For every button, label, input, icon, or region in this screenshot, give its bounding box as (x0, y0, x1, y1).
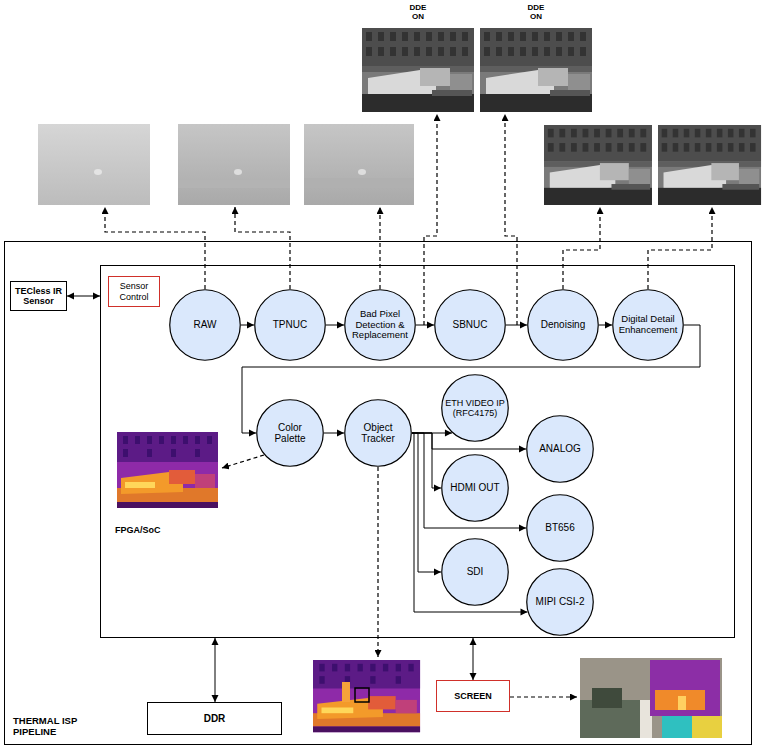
screen-photo (580, 658, 722, 738)
connector (599, 322, 612, 329)
node-label: ANALOG (539, 443, 581, 455)
node-label: MIPI CSI-2 (536, 596, 585, 608)
arrow-head (249, 430, 256, 437)
node-label: Color Palette (262, 422, 319, 445)
connector (324, 430, 344, 437)
node-label: Sensor Control (111, 281, 157, 302)
node-label: TECless IR Sensor (13, 286, 64, 307)
process-circle: Object Tracker (344, 399, 412, 467)
arrow-head (470, 638, 477, 645)
connector-line (215, 638, 216, 702)
connector-line (412, 433, 441, 572)
node-label: SCREEN (454, 691, 492, 701)
process-circle: Color Palette (256, 399, 324, 467)
connector (416, 322, 434, 329)
arrow-head (67, 293, 74, 300)
arrow-head (93, 293, 100, 300)
arrow-head (247, 322, 254, 329)
connector (412, 433, 441, 576)
connector (470, 638, 477, 680)
node-label: SDI (467, 566, 484, 578)
control-box: Sensor Control (108, 276, 160, 307)
fpga-region: FPGA/SoC Sensor ControlRAW TPNUC Bad Pixel … (100, 265, 735, 638)
connector (506, 322, 527, 329)
process-circle: TPNUC (254, 289, 326, 361)
node-label: SBNUC (452, 319, 487, 331)
connector-line (412, 433, 441, 488)
thermal-frame (304, 124, 414, 205)
thermal-frame (658, 125, 761, 205)
arrow-head (519, 525, 526, 532)
process-circle: SBNUC (434, 289, 506, 361)
region-label: FPGA/SoC (115, 525, 185, 535)
node-label: TPNUC (273, 319, 307, 331)
arrow-head (520, 322, 527, 329)
connector (241, 322, 254, 329)
process-circle: SDI (441, 538, 509, 606)
arrow-head (337, 430, 344, 437)
connector (412, 433, 528, 616)
annotation-label: DDE ON (404, 3, 432, 21)
process-circle: RAW (169, 289, 241, 361)
arrow-head (521, 609, 528, 616)
thermal-frame (362, 28, 474, 112)
node-label: DDR (204, 713, 226, 725)
node-label: Digital Detail Enhancement (617, 314, 680, 336)
process-circle: ANALOG (526, 415, 594, 483)
connector (412, 433, 526, 532)
connector (412, 433, 441, 492)
node-label: HDMI OUT (450, 482, 499, 494)
thermal-frame (544, 125, 652, 205)
process-circle: Bad Pixel Detection & Replacement (344, 289, 416, 361)
process-circle: Denoising (527, 289, 599, 361)
pipeline-boundary: THERMAL ISP PIPELINETECless IR SensorFPG… (4, 241, 752, 745)
node-label: BT656 (545, 522, 574, 534)
thermal-frame (178, 124, 290, 205)
process-circle: BT656 (526, 494, 594, 562)
node-label: Bad Pixel Detection & Replacement (349, 309, 412, 342)
tracker-frame (313, 660, 420, 732)
tap-arrow (105, 114, 712, 697)
node-label: Denoising (541, 319, 585, 331)
arrow-head (519, 446, 526, 453)
arrow-head (605, 322, 612, 329)
annotation-label: DDE ON (522, 3, 550, 21)
connector (326, 322, 344, 329)
arrow-head (434, 485, 441, 492)
arrow-head (212, 638, 219, 645)
display-box: SCREEN (436, 680, 510, 712)
sensor-box: TECless IR Sensor (10, 281, 67, 311)
thermal-frame (38, 124, 150, 205)
process-circle: MIPI CSI-2 (526, 568, 594, 636)
arrow-head (337, 322, 344, 329)
connector (67, 293, 100, 300)
memory-box: DDR (147, 702, 282, 735)
node-label: RAW (194, 319, 217, 331)
thermal-frame (480, 28, 592, 112)
arrow-head (212, 695, 219, 702)
connector-line (412, 433, 528, 612)
node-label: Object Tracker (350, 422, 407, 445)
node-label: ETH VIDEO IP (RFC4175) (444, 398, 506, 419)
region-label: THERMAL ISP PIPELINE (13, 716, 105, 738)
process-circle: Digital Detail Enhancement (612, 289, 684, 361)
palette-frame (117, 432, 218, 508)
connector (212, 638, 219, 702)
process-circle: ETH VIDEO IP (RFC4175) (441, 374, 509, 442)
arrow-head (434, 569, 441, 576)
process-circle: HDMI OUT (441, 454, 509, 522)
arrow-head (470, 673, 477, 680)
connector-line (412, 433, 526, 528)
arrow-head (427, 322, 434, 329)
